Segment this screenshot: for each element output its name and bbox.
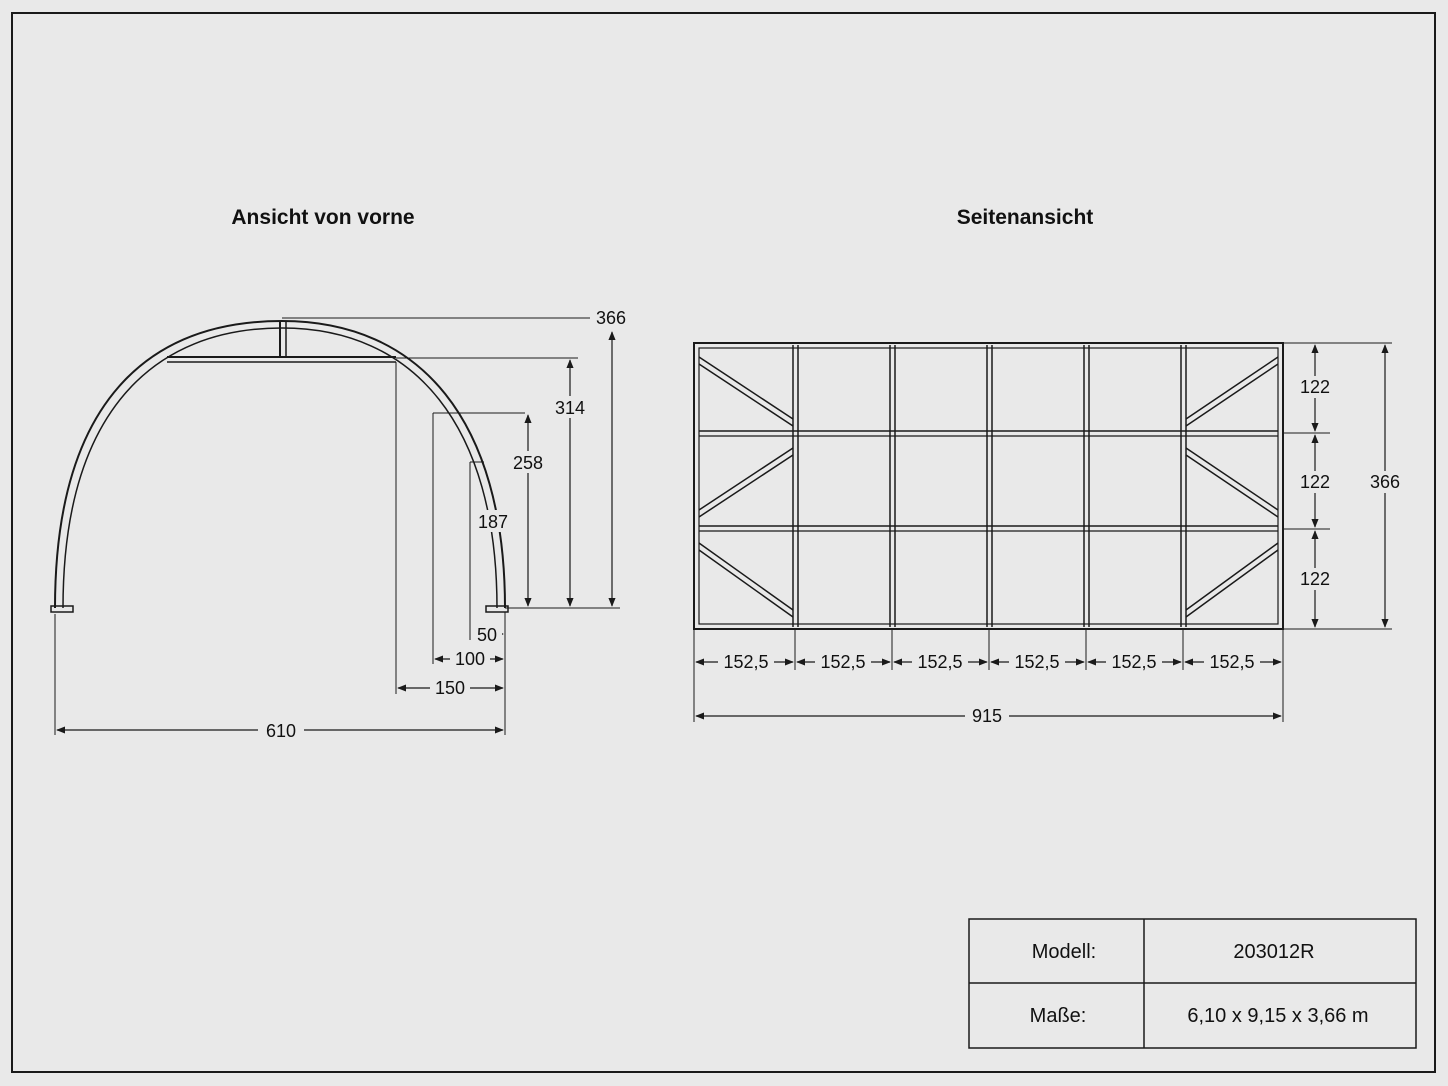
dim-side-tier-3: 122: [1300, 569, 1330, 589]
spec-model-label: Modell:: [1032, 941, 1096, 963]
dim-side-length: 915: [972, 706, 1002, 726]
side-posts: [792, 345, 1187, 627]
dim-front-height-366: 366: [596, 308, 626, 328]
dim-side-tier-2: 122: [1300, 472, 1330, 492]
dim-front-offset-150: 150: [435, 678, 465, 698]
side-view: Seitenansicht: [693, 206, 1405, 727]
dim-front-height-258: 258: [513, 453, 543, 473]
dim-front-height-187: 187: [478, 512, 508, 532]
front-view: Ansicht von vorne: [50, 206, 632, 741]
dim-side-bay-3: 152,5: [917, 652, 962, 672]
spec-table: Modell: 203012R Maße: 6,10 x 9,15 x 3,66…: [968, 918, 1417, 1049]
dim-side-bay-4: 152,5: [1014, 652, 1059, 672]
side-braces-left: [698, 356, 794, 618]
front-foot-left: [50, 605, 74, 613]
side-frame-inner: [698, 347, 1279, 625]
dim-side-bay-6: 152,5: [1209, 652, 1254, 672]
dim-side-bay-1: 152,5: [723, 652, 768, 672]
dim-side-height: 366: [1370, 472, 1400, 492]
dim-side-tier-1: 122: [1300, 377, 1330, 397]
front-view-title: Ansicht von vorne: [231, 206, 414, 229]
spec-dimensions-label: Maße:: [1030, 1005, 1087, 1027]
front-foot-right: [485, 605, 509, 613]
front-arch-inner: [62, 327, 498, 609]
dim-side-bay-2: 152,5: [820, 652, 865, 672]
dim-side-bay-5: 152,5: [1111, 652, 1156, 672]
dim-front-offset-100: 100: [455, 649, 485, 669]
spec-model-value: 203012R: [1233, 941, 1314, 963]
dim-front-height-314: 314: [555, 398, 585, 418]
front-arch-outer: [54, 319, 506, 609]
sheet-border: [11, 12, 1436, 1073]
side-view-title: Seitenansicht: [957, 206, 1094, 229]
dim-front-offset-50: 50: [477, 625, 497, 645]
spec-dimensions-value: 6,10 x 9,15 x 3,66 m: [1187, 1005, 1368, 1027]
side-braces-right: [1185, 356, 1279, 618]
dim-front-width-610: 610: [266, 721, 296, 741]
